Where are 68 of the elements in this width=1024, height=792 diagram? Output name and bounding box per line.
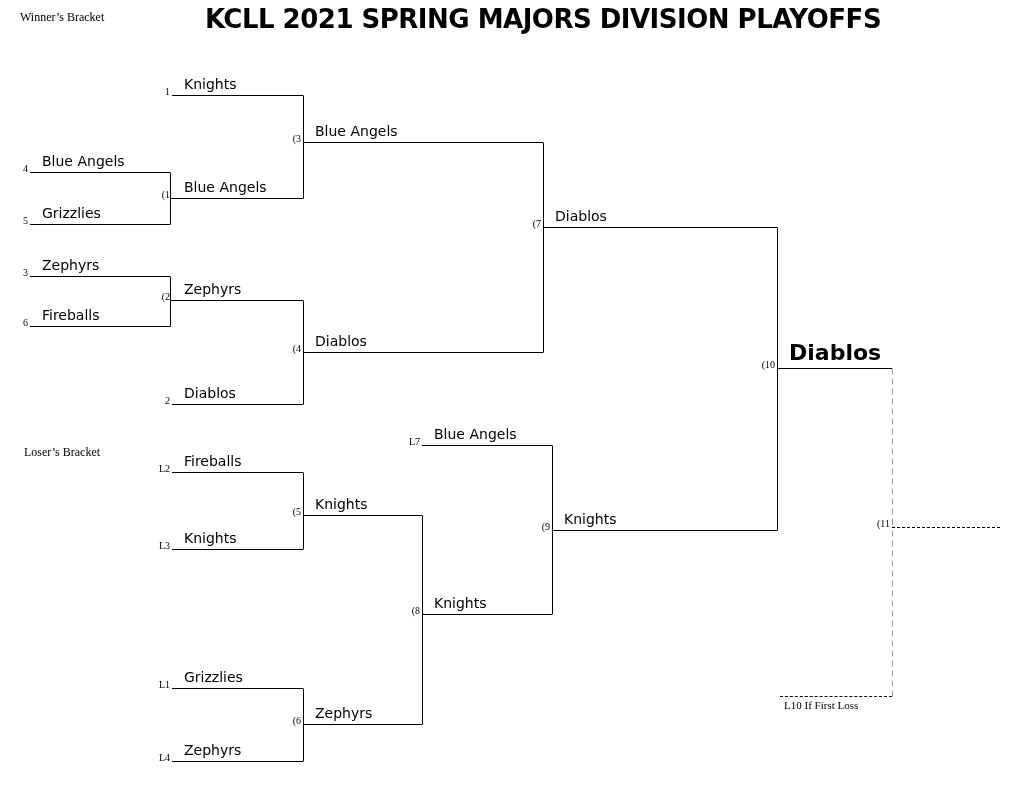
bracket-heading: Loser’s Bracket <box>24 445 101 459</box>
seed-number: 1 <box>165 86 170 97</box>
team-name: Zephyrs <box>184 281 242 297</box>
bracket-line <box>303 515 304 550</box>
bracket-line <box>303 95 304 143</box>
seed-number: L4 <box>158 752 170 763</box>
team-name: Blue Angels <box>315 123 398 139</box>
bracket-line <box>303 352 304 405</box>
game-number: (9 <box>541 521 550 532</box>
bracket-line <box>422 515 423 615</box>
seed-number: L2 <box>158 463 170 474</box>
team-name: Diablos <box>555 208 607 224</box>
seed-number: L1 <box>158 679 170 690</box>
bracket-heading: Winner’s Bracket <box>20 10 105 24</box>
team-name: Diablos <box>184 385 236 401</box>
seed-number: L3 <box>158 540 170 551</box>
game-number: (6 <box>292 715 301 726</box>
team-name: Diablos <box>789 340 882 366</box>
bracket-line <box>303 142 304 199</box>
bracket-line <box>543 142 544 228</box>
team-name: Knights <box>564 511 617 527</box>
bracket-line <box>422 614 423 725</box>
game-number: (10 <box>761 359 775 370</box>
bracket-line <box>170 300 173 327</box>
bracket-line <box>303 472 304 516</box>
team-name: Fireballs <box>184 453 242 469</box>
team-name: Zephyrs <box>184 742 242 758</box>
bracket-line <box>170 172 173 199</box>
seed-number: L7 <box>408 436 420 447</box>
game-number: (4 <box>292 343 301 354</box>
bracket-line <box>892 368 893 528</box>
bracket-line <box>303 300 304 353</box>
team-name: Knights <box>184 530 237 546</box>
game-number: (7 <box>532 218 541 229</box>
team-name: Knights <box>434 595 487 611</box>
game-number: (2 <box>161 291 170 302</box>
game-number: (3 <box>292 133 301 144</box>
team-name: Blue Angels <box>184 179 267 195</box>
bracket-line <box>303 688 304 725</box>
team-name: Diablos <box>315 333 367 349</box>
team-name: Knights <box>315 496 368 512</box>
team-name: Knights <box>184 76 237 92</box>
team-name: Zephyrs <box>315 705 373 721</box>
team-name: Grizzlies <box>42 205 101 221</box>
title: KCLL 2021 SPRING MAJORS DIVISION PLAYOFFS <box>203 4 883 34</box>
team-name: Blue Angels <box>42 153 125 169</box>
game-number: (8 <box>411 605 420 616</box>
seed-number: 5 <box>23 215 28 226</box>
note-label: L10 If First Loss <box>784 700 859 711</box>
team-name: Fireballs <box>42 307 100 323</box>
bracket-line <box>777 368 778 531</box>
bracket-line <box>303 724 304 762</box>
bracket-line <box>170 276 173 301</box>
game-number: (11 <box>877 518 890 529</box>
seed-number: 3 <box>23 267 28 278</box>
bracket-line <box>170 198 173 225</box>
game-number: (1 <box>161 189 170 200</box>
bracket-line <box>543 227 544 353</box>
team-name: Zephyrs <box>42 257 100 273</box>
bracket-line <box>552 530 553 615</box>
seed-number: 2 <box>165 395 170 406</box>
team-name: Grizzlies <box>184 669 243 685</box>
team-name: Blue Angels <box>434 426 517 442</box>
seed-number: 4 <box>23 163 28 174</box>
bracket-line <box>777 227 778 369</box>
bracket-line <box>552 445 553 531</box>
seed-number: 6 <box>23 317 28 328</box>
game-number: (5 <box>292 506 301 517</box>
